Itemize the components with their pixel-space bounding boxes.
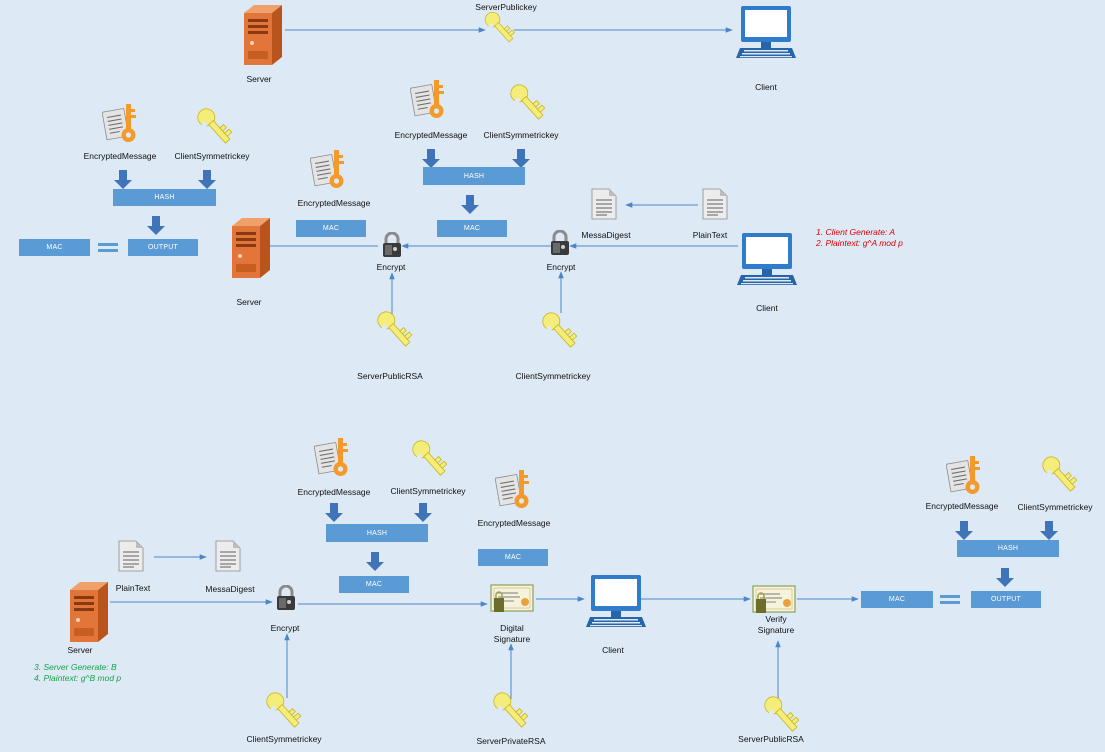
box-p2-mac-left: MAC <box>19 239 90 256</box>
box-p2-hash-center: HASH <box>423 167 525 185</box>
box-p2-mac-center2: MAC <box>437 220 507 237</box>
block-arrow-csk-left <box>198 170 216 189</box>
server-public-key-icon <box>481 8 519 53</box>
note-line: 2. Plaintext: g^A mod p <box>816 238 903 248</box>
label-p2-plain-text: PlainText <box>692 230 728 240</box>
p2-plain-text-icon <box>702 188 728 225</box>
box-p3-mac-signature: MAC <box>478 549 548 566</box>
label-p2-messa-digest: MessaDigest <box>581 230 631 240</box>
p2-messa-digest-icon <box>591 188 617 225</box>
box-p2-hash-left: HASH <box>113 189 216 206</box>
note-line: 4. Plaintext: g^B mod p <box>34 673 122 683</box>
label-p2-encrypt-right: Encrypt <box>546 262 576 272</box>
p2-client-monitor-icon <box>737 232 797 291</box>
note-line: 3. Server Generate: B <box>34 662 117 672</box>
label-client-top: Client <box>755 82 777 92</box>
label-server-public-key: ServerPublickey <box>475 2 537 12</box>
label-p2-client: Client <box>756 303 778 313</box>
label-p3-csk-hash: ClientSymmetrickey <box>390 486 466 496</box>
label-server-top: Server <box>246 74 272 84</box>
p3-encrypted-message-hash-icon <box>313 436 354 485</box>
equals-sign-top-upper <box>98 243 118 246</box>
p2-client-symmetric-key-icon <box>538 308 582 359</box>
box-p2-output-left: OUTPUT <box>128 239 198 256</box>
p3-server-icon <box>66 580 110 647</box>
p2-encrypt-left-lock-icon <box>382 231 402 263</box>
block-arrow-hash-bottom <box>366 552 384 571</box>
label-p3-encrypt: Encrypt <box>270 623 300 633</box>
box-p3-mac-right: MAC <box>861 591 933 608</box>
p2-symmetric-key-hash-icon <box>506 80 550 131</box>
block-arrow-csk-hash-center <box>512 149 530 168</box>
box-p3-mac: MAC <box>339 576 409 593</box>
block-arrow-hash-far <box>996 568 1014 587</box>
p3-client-monitor-icon <box>586 574 646 633</box>
block-arrow-em-far <box>955 521 973 540</box>
note-line: 1. Client Generate: A <box>816 227 896 237</box>
block-arrow-csk-hash-bottom <box>414 503 432 522</box>
equals-sign-bottom-upper <box>940 595 960 598</box>
label-p3-messa-digest: MessaDigest <box>205 584 255 594</box>
p3-server-public-rsa-key-icon <box>760 692 804 743</box>
p3-server-private-rsa-key-icon <box>489 688 533 739</box>
label-p2-csk-hash: ClientSymmetrickey <box>483 130 559 140</box>
p3-digital-signature-cert-icon <box>490 584 534 619</box>
box-p3-hash-right: HASH <box>957 540 1059 557</box>
p2-symmetric-key-left-icon <box>193 104 237 155</box>
label-p3-server-public-rsa: ServerPublicRSA <box>738 734 804 744</box>
p2-encrypt-right-lock-icon <box>550 229 570 261</box>
p2-server-public-rsa-key-icon <box>373 307 417 358</box>
label-p3-verify-signature: Verify Signature <box>757 614 795 635</box>
box-p3-hash: HASH <box>326 524 428 542</box>
p3-plain-text-icon <box>118 540 144 577</box>
p2-encrypted-message-left-icon <box>101 102 142 151</box>
label-p3-server-private-rsa: ServerPrivateRSA <box>476 736 546 746</box>
equals-sign-top-lower <box>98 249 118 252</box>
label-p3-em-far: EncryptedMessage <box>925 501 999 511</box>
equals-sign-bottom-lower <box>940 601 960 604</box>
label-p2-server-public-rsa: ServerPublicRSA <box>357 371 423 381</box>
label-p3-csk-far: ClientSymmetrickey <box>1017 502 1093 512</box>
block-arrow-csk-far <box>1040 521 1058 540</box>
p3-symmetric-key-hash-icon <box>408 436 452 487</box>
label-p3-digital-signature: Digital Signature <box>493 623 531 644</box>
label-p3-client-symmetric-key: ClientSymmetrickey <box>246 734 322 744</box>
label-p3-em-right: EncryptedMessage <box>477 518 551 528</box>
label-p2-csk-left: ClientSymmetrickey <box>174 151 250 161</box>
p3-verify-signature-cert-icon <box>752 585 796 620</box>
p3-encrypted-message-right-icon <box>494 468 535 517</box>
label-p3-client: Client <box>602 645 624 655</box>
block-arrow-hash-left <box>147 216 165 235</box>
p3-client-symmetric-key-icon <box>262 688 306 739</box>
server-top-icon <box>240 3 284 70</box>
block-arrow-em-hash-center <box>422 149 440 168</box>
box-p2-mac-center: MAC <box>296 220 366 237</box>
label-p3-plain-text: PlainText <box>115 583 151 593</box>
p3-encrypt-lock-icon <box>276 584 296 616</box>
block-arrow-em-hash-bottom <box>325 503 343 522</box>
box-p3-output-right: OUTPUT <box>971 591 1041 608</box>
p3-symmetric-key-far-icon <box>1038 452 1082 503</box>
label-p2-server: Server <box>236 297 262 307</box>
p2-encrypted-message-hash-icon <box>409 78 450 127</box>
p3-messa-digest-icon <box>215 540 241 577</box>
block-arrow-em-left <box>114 170 132 189</box>
label-p2-em-hash: EncryptedMessage <box>394 130 468 140</box>
p2-server-icon <box>228 216 272 283</box>
label-p2-em-left: EncryptedMessage <box>83 151 157 161</box>
block-arrow-hash-center <box>461 195 479 214</box>
p3-encrypted-message-far-icon <box>945 454 986 503</box>
label-p3-server: Server <box>67 645 93 655</box>
label-p2-em-center: EncryptedMessage <box>297 198 371 208</box>
client-top-monitor-icon <box>736 5 796 64</box>
label-p3-em-hash: EncryptedMessage <box>297 487 371 497</box>
label-p2-client-symmetric-key: ClientSymmetrickey <box>515 371 591 381</box>
label-p2-encrypt-left: Encrypt <box>376 262 406 272</box>
p2-encrypted-message-center-icon <box>309 148 350 197</box>
